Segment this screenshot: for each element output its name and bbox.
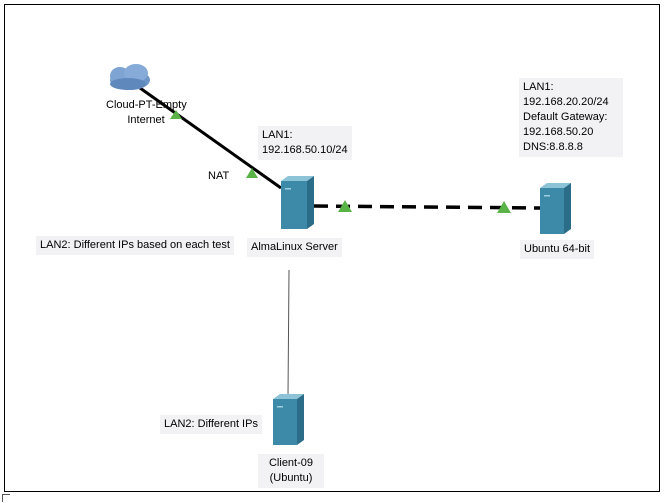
link-status-triangle [170,110,182,119]
link-status-triangle [338,200,352,212]
link-cloud-server[interactable] [139,86,282,190]
link-status-triangle [497,201,511,213]
ubuntu-lan1-note: LAN1: 192.168.20.20/24 Default Gateway: … [519,78,623,157]
diagram-frame [4,4,660,492]
client-label: Client-09 (Ubuntu) [258,454,324,488]
link-status-triangle [246,168,258,178]
client-name: Client-09 [268,457,314,469]
frame-corner-mark [2,494,10,502]
cloud-subname: Internet [127,114,165,126]
client-os: (Ubuntu) [269,472,313,484]
server-lan1-note: LAN1: 192.168.50.10/24 [258,126,352,160]
server-icon[interactable] [540,183,571,234]
ubuntu-lan1-ip: 192.168.20.20/24 [523,96,609,108]
nat-label: NAT [208,170,230,182]
ubuntu-name-label: Ubuntu 64-bit [520,240,595,259]
server-lan1-ip: 192.168.50.10/24 [262,144,348,156]
server-name-label: AlmaLinux Server [247,238,342,257]
cloud-label: Cloud-PT-Empty Internet [106,98,187,128]
ubuntu-gateway-title: Default Gateway: [523,111,608,123]
server-lan1-title: LAN1: [262,129,293,141]
lan2-client-note: LAN2: Different IPs [160,415,262,434]
ubuntu-gateway-ip: 192.168.50.20 [523,126,594,138]
cloud-name: Cloud-PT-Empty [106,99,187,111]
lan2-test-note: LAN2: Different IPs based on each test [36,236,234,255]
ubuntu-lan1-title: LAN1: [523,81,554,93]
ubuntu-dns: DNS:8.8.8.8 [523,141,583,153]
server-icon[interactable] [273,394,304,445]
server-icon[interactable] [281,176,314,229]
cloud-icon[interactable] [110,64,150,90]
link-server-client[interactable] [287,269,290,397]
